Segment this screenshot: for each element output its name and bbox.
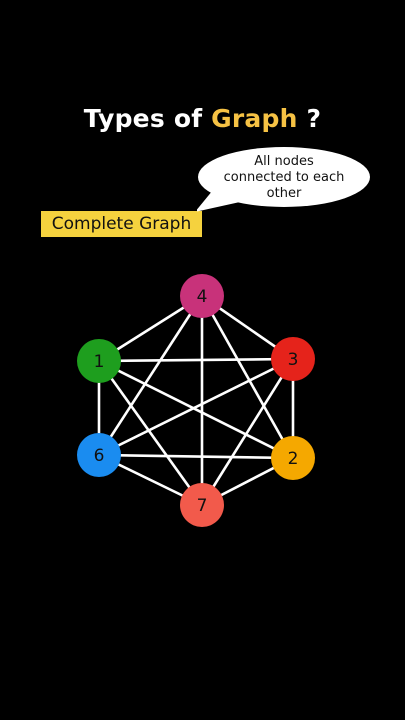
node-circle-2 (271, 436, 315, 480)
node-label-6: 6 (94, 446, 105, 466)
node-label-1: 1 (94, 352, 105, 372)
speech-bubble (197, 147, 370, 212)
edge-2-6 (98, 453, 294, 460)
node-circle-1 (77, 339, 121, 383)
graph-edges (97, 294, 295, 507)
node-circle-4 (180, 274, 224, 318)
node-3: 3 (271, 337, 315, 381)
edge-3-6 (98, 357, 294, 457)
node-circle-7 (180, 483, 224, 527)
node-7: 7 (180, 483, 224, 527)
callout-line-2: connected to each (223, 170, 345, 185)
node-circle-6 (77, 433, 121, 477)
edge-4-2 (200, 295, 295, 459)
title-prefix: Types of (83, 104, 212, 133)
node-6: 6 (77, 433, 121, 477)
node-label-3: 3 (288, 350, 299, 370)
edge-4-6 (97, 295, 204, 456)
callout-text: All nodes connected to each other (203, 154, 365, 202)
node-4: 4 (180, 274, 224, 318)
edge-3-1 (98, 357, 294, 363)
title-highlight: Graph (211, 104, 298, 133)
edge-2-1 (98, 359, 294, 460)
node-1: 1 (77, 339, 121, 383)
graph-type-label: Complete Graph (41, 211, 202, 237)
graph-nodes: 4 3 2 7 6 1 (77, 274, 315, 527)
node-circle-3 (271, 337, 315, 381)
node-label-2: 2 (288, 449, 299, 469)
callout-line-3: other (266, 186, 302, 201)
page-title: Types of Graph ? (0, 104, 405, 133)
node-label-7: 7 (197, 496, 208, 516)
title-suffix: ? (297, 104, 322, 133)
callout-line-1: All nodes (254, 154, 314, 169)
edge-7-1 (97, 360, 204, 506)
node-2: 2 (271, 436, 315, 480)
node-label-4: 4 (197, 287, 208, 307)
edge-3-7 (200, 358, 295, 506)
